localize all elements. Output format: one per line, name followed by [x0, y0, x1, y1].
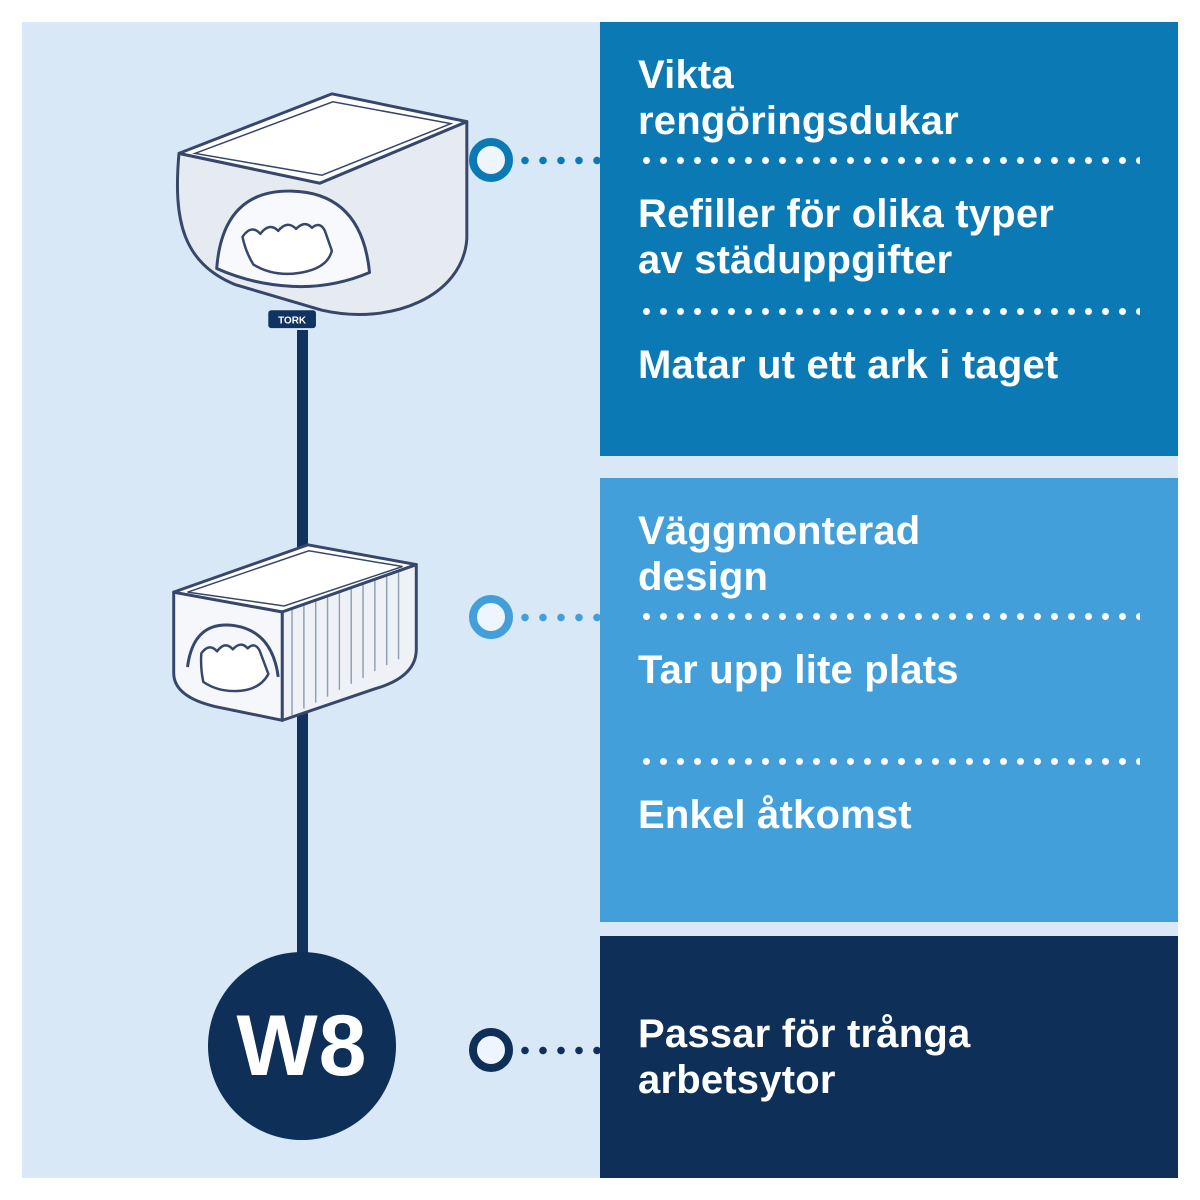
- dotted-separator: [638, 612, 1140, 621]
- wipe: [241, 222, 334, 276]
- feature-text: Passar för trånga arbetsytor: [638, 1012, 971, 1102]
- wall-dispenser-illustration: TORK: [140, 72, 480, 340]
- dispenser-opening: [186, 623, 280, 678]
- feature-panel-middle: Väggmonterad design Tar upp lite plats E…: [600, 478, 1178, 922]
- feature-text: Väggmonterad design: [638, 509, 921, 599]
- callout-ring-top: [469, 138, 513, 182]
- feature-panel-top: Vikta rengöringsdukar Refiller för olika…: [600, 22, 1178, 456]
- wipe: [199, 643, 270, 693]
- w8-system-badge: W8: [208, 952, 396, 1140]
- feature-text: Tar upp lite plats: [638, 648, 959, 692]
- feature-text: Vikta rengöringsdukar: [638, 53, 959, 143]
- rib-lines: [291, 570, 400, 716]
- tork-logo-plate: [268, 310, 316, 329]
- dotted-separator: [638, 156, 1140, 165]
- feature-text: Enkel åtkomst: [638, 793, 912, 837]
- callout-ring-bottom: [469, 1028, 513, 1072]
- dotted-separator: [638, 307, 1140, 316]
- dispenser-lid-inner-line: [187, 549, 403, 607]
- callout-dots-middle: [516, 613, 600, 622]
- dotted-separator: [638, 757, 1140, 766]
- compact-dispenser-illustration: [150, 533, 440, 745]
- feature-text: Refiller för olika typer av städuppgifte…: [638, 192, 1055, 282]
- feature-text: Matar ut ett ark i taget: [638, 343, 1059, 387]
- feature-panel-bottom: Passar för trånga arbetsytor: [600, 936, 1178, 1178]
- dispenser-lid-inner-line: [192, 101, 454, 176]
- callout-dots-bottom: [516, 1046, 600, 1055]
- dispenser-lid: [172, 543, 418, 614]
- tork-logo: TORK: [278, 316, 307, 327]
- callout-dots-top: [516, 156, 600, 165]
- dispenser-lid: [177, 92, 469, 185]
- w8-system-badge-label: W8: [236, 997, 368, 1094]
- callout-ring-middle: [469, 595, 513, 639]
